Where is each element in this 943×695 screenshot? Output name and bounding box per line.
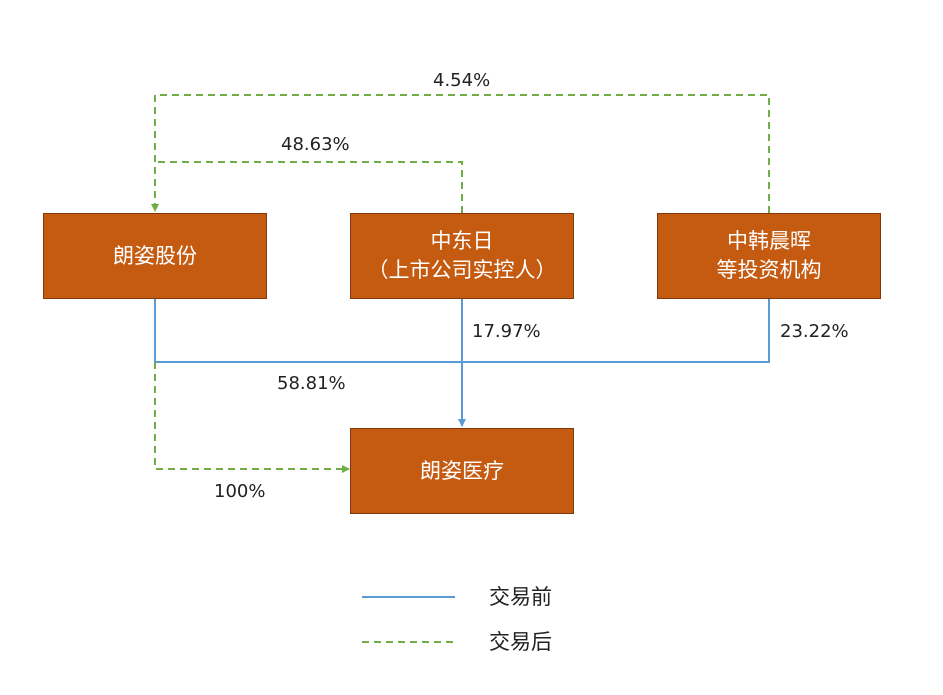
node-langzi-yiliao: 朗姿医疗 (350, 428, 574, 514)
node-zhonghan: 中韩晨晖 等投资机构 (657, 213, 881, 299)
edge-label-17-97: 17.97% (472, 321, 541, 342)
node-zhongdongri: 中东日 （上市公司实控人） (350, 213, 574, 299)
edge-zhonghan-to-yiliao-before (462, 299, 770, 363)
edge-zhonghan-to-gufen-after (151, 94, 770, 213)
node-zhongdongri-label-line2: （上市公司实控人） (367, 258, 557, 282)
edge-label-100: 100% (214, 481, 266, 502)
legend-after-label: 交易后 (489, 630, 552, 654)
edge-gufen-to-yiliao-before (154, 299, 462, 363)
edge-label-48-63: 48.63% (281, 134, 350, 155)
edge-zhongdongri-to-gufen-after (155, 161, 463, 213)
node-zhonghan-label-line2: 等投资机构 (716, 258, 822, 282)
node-zhongdongri-label-line1: 中东日 (430, 229, 494, 253)
node-langzi-gufen: 朗姿股份 (43, 213, 267, 299)
edge-label-23-22: 23.22% (780, 321, 849, 342)
edge-label-58-81: 58.81% (277, 373, 346, 394)
node-zhonghan-label-line1: 中韩晨晖 (727, 229, 811, 253)
edge-label-4-54: 4.54% (433, 70, 491, 91)
node-langzi-gufen-label: 朗姿股份 (113, 243, 197, 268)
legend-before-label: 交易前 (489, 585, 552, 609)
node-langzi-yiliao-label: 朗姿医疗 (420, 458, 504, 483)
